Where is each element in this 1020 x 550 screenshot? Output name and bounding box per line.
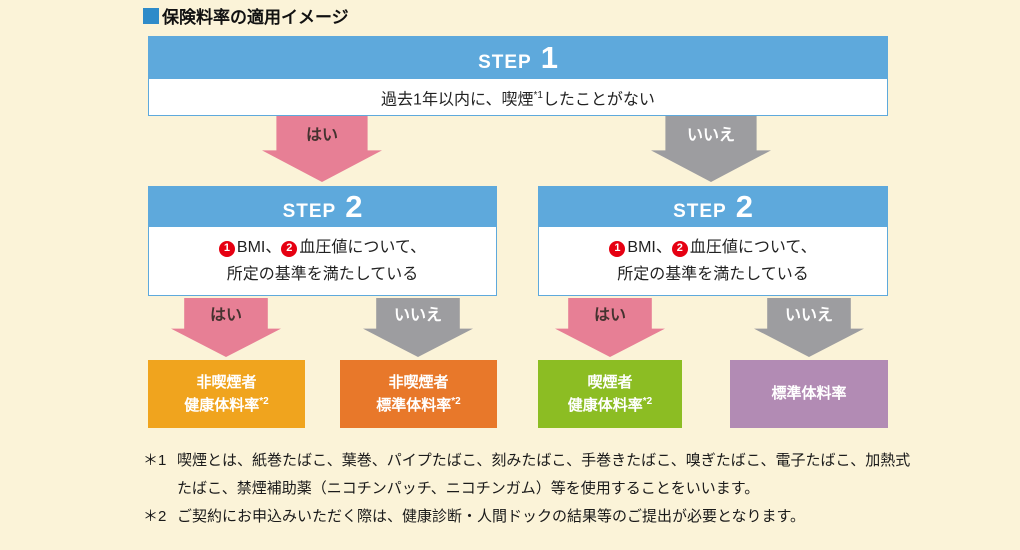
result-smoker-healthy-rate: 喫煙者 健康体料率*2 <box>538 360 682 428</box>
footnote-2: ＊2 ご契約にお申込みいただく際は、健康診断・人間ドックの結果等のご提出が必要と… <box>143 503 911 531</box>
result-line2: 標準体料率*2 <box>376 394 460 417</box>
arrow-no-label: いいえ <box>686 127 735 144</box>
result-line2: 健康体料率*2 <box>568 394 652 417</box>
step2-condition-seg1: BMI、 <box>236 239 282 256</box>
step1-footnote-ref: *1 <box>533 90 543 101</box>
step1-label: STEP <box>478 52 532 73</box>
result-footnote-ref: *2 <box>642 396 653 407</box>
result-line2: 健康体料率*2 <box>184 394 268 417</box>
arrow-no-label: いいえ <box>784 307 833 324</box>
result-line1: 標準体料率 <box>771 385 847 403</box>
page-title-text: 保険料率の適用イメージ <box>162 8 349 27</box>
arrow-step2-left-no: いいえ <box>363 298 473 357</box>
footnotes: ＊1 喫煙とは、紙巻たばこ、葉巻、パイプたばこ、刻みたばこ、手巻きたばこ、嗅ぎた… <box>143 447 911 530</box>
step1-number: 1 <box>540 40 558 75</box>
arrow-yes-label: はい <box>209 307 242 324</box>
step1-condition-post: したことがない <box>542 91 655 109</box>
arrow-step2-right-yes: はい <box>555 298 665 357</box>
footnote-2-text: ご契約にお申込みいただく際は、健康診断・人間ドックの結果等のご提出が必要となりま… <box>177 507 806 525</box>
step1-header: STEP 1 <box>149 37 887 79</box>
step2-right-header: STEP 2 <box>539 187 887 227</box>
footnote-2-marker: ＊2 <box>143 507 167 525</box>
page-title: 保険料率の適用イメージ <box>143 3 349 28</box>
badge-1-icon: 1 <box>218 240 235 257</box>
step2-condition-seg2: 血圧値について、 <box>299 239 427 256</box>
title-square-icon <box>143 7 159 24</box>
badge-2-icon: 2 <box>671 240 688 257</box>
step1-box: STEP 1 過去1年以内に、喫煙*1したことがない <box>148 36 888 116</box>
arrow-step2-right-no: いいえ <box>754 298 864 357</box>
result-line1: 非喫煙者 <box>196 373 257 391</box>
step2-condition-seg2: 血圧値について、 <box>689 239 817 256</box>
badge-1-icon: 1 <box>609 240 626 257</box>
arrow-step1-no: いいえ <box>651 116 771 182</box>
result-line1: 喫煙者 <box>587 373 633 391</box>
result-footnote-ref: *2 <box>259 396 269 407</box>
footnote-1: ＊1 喫煙とは、紙巻たばこ、葉巻、パイプたばこ、刻みたばこ、手巻きたばこ、嗅ぎた… <box>143 447 911 503</box>
arrow-yes-label: はい <box>593 307 626 324</box>
step2-left-header: STEP 2 <box>149 187 496 227</box>
arrow-step2-left-yes: はい <box>171 298 281 357</box>
result-nonsmoker-healthy-rate: 非喫煙者 健康体料率*2 <box>148 360 305 428</box>
step2-condition-seg1: BMI、 <box>627 239 672 256</box>
step2-number: 2 <box>345 189 363 224</box>
badge-2-icon: 2 <box>281 240 298 257</box>
result-footnote-ref: *2 <box>451 396 461 407</box>
footnote-1-marker: ＊1 <box>143 452 167 469</box>
result-line2-text: 健康体料率 <box>567 397 643 414</box>
result-line1: 非喫煙者 <box>388 373 449 391</box>
step2-condition-line2: 所定の基準を満たしている <box>617 266 809 283</box>
step2-number: 2 <box>735 189 753 224</box>
arrow-step1-yes: はい <box>262 116 382 182</box>
footnote-1-text: 喫煙とは、紙巻たばこ、葉巻、パイプたばこ、刻みたばこ、手巻きたばこ、嗅ぎたばこ、… <box>177 452 911 497</box>
step2-condition-line2: 所定の基準を満たしている <box>226 266 419 283</box>
result-standard-rate: 標準体料率 <box>730 360 888 428</box>
step1-condition-pre: 過去1年以内に、喫煙 <box>381 91 534 109</box>
result-nonsmoker-standard-rate: 非喫煙者 標準体料率*2 <box>340 360 497 428</box>
step2-label: STEP <box>673 201 727 222</box>
arrow-yes-label: はい <box>305 127 338 144</box>
arrow-no-label: いいえ <box>393 307 442 324</box>
result-line2-text: 健康体料率 <box>184 397 260 414</box>
result-line2-text: 標準体料率 <box>376 397 452 414</box>
step1-condition: 過去1年以内に、喫煙*1したことがない <box>149 79 887 115</box>
step2-label: STEP <box>282 201 337 222</box>
